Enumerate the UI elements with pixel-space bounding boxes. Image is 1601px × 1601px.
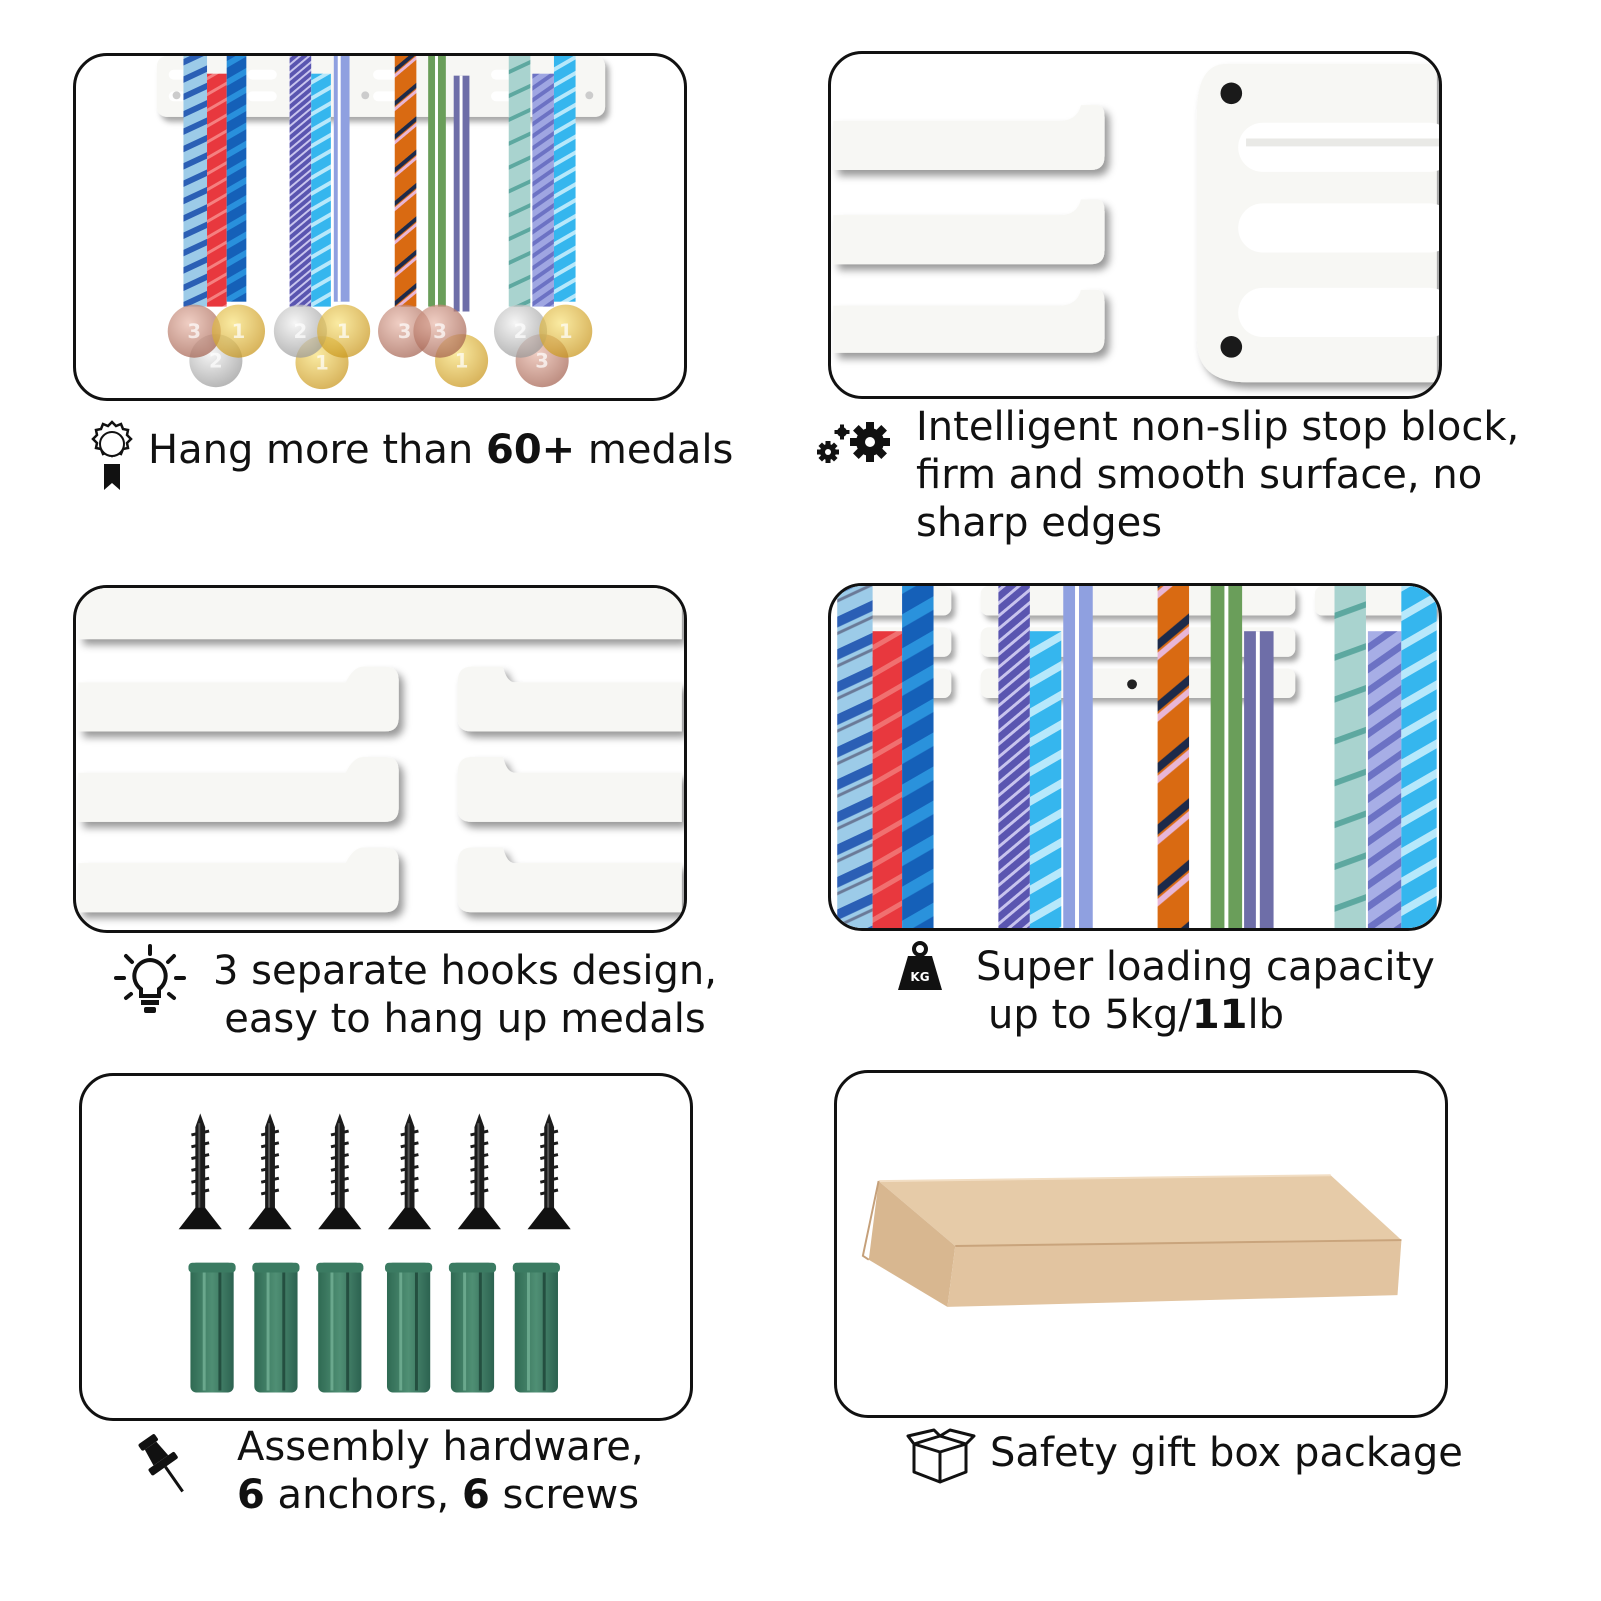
caption-line: Intelligent non-slip stop block, [916, 404, 1520, 450]
caption-line: 6 anchors, 6 screws [237, 1472, 640, 1518]
caption-line: up to 5kg/11lb [988, 992, 1284, 1038]
kg-weight-icon: KG [896, 940, 944, 992]
medal-number: 1 [232, 320, 246, 343]
screws [177, 1111, 573, 1231]
caption-line: Super loading capacity [976, 944, 1435, 990]
medal-number: 3 [535, 350, 549, 373]
medal: 1 [211, 304, 266, 358]
medal: 2 [273, 304, 327, 358]
medal-number: 3 [433, 320, 447, 343]
caption-line: Hang more than 60+ medals [148, 427, 734, 473]
three-hooks-illustration [78, 588, 682, 913]
medal: 3 [167, 304, 221, 358]
kg-label: KG [910, 970, 929, 984]
caption-line: easy to hang up medals [224, 996, 706, 1042]
gears-icon [814, 420, 892, 466]
medal: 1 [317, 304, 371, 358]
medal: 1 [539, 304, 593, 358]
medals: 2 3 1 1 2 1 3 1 3 3 2 1 [167, 304, 593, 390]
medal-number: 2 [209, 350, 223, 373]
lightbulb-icon [114, 944, 186, 1016]
medal-number: 1 [455, 350, 469, 373]
anchors [186, 1261, 562, 1394]
medal-number: 1 [559, 320, 573, 343]
hardware-illustration [177, 1111, 573, 1394]
medal-number: 2 [514, 320, 528, 343]
ribbons-illustration [837, 586, 1437, 928]
medal-number: 3 [187, 320, 201, 343]
three-hooks-closeup-photo [73, 585, 687, 933]
medal-hanger-photo: 2 3 1 1 2 1 3 1 3 3 2 1 [73, 53, 687, 401]
caption-line: Assembly hardware, [237, 1424, 644, 1470]
feature-caption-capacity: Super loading capacity up to 5kg/11lb [976, 943, 1435, 1039]
feature-caption-stop-block: Intelligent non-slip stop block, firm an… [916, 403, 1519, 547]
feature-caption-box: Safety gift box package [990, 1429, 1463, 1477]
medal-hanger-illustration: 2 3 1 1 2 1 3 1 3 3 2 1 [156, 56, 606, 390]
caption-line: sharp edges [916, 500, 1163, 546]
medal-number: 2 [294, 320, 308, 343]
feature-caption-medals: Hang more than 60+ medals [148, 426, 733, 474]
ribbons-closeup-photo [828, 583, 1442, 931]
medal-number: 3 [398, 320, 412, 343]
stop-block-closeup-photo [828, 51, 1442, 399]
caption-line: 3 separate hooks design, [213, 948, 717, 994]
gift-box-photo [834, 1070, 1448, 1418]
feature-caption-hardware: Assembly hardware, 6 anchors, 6 screws [237, 1423, 644, 1519]
medal-number: 1 [315, 352, 329, 375]
push-pin-icon [138, 1432, 186, 1500]
caption-line: firm and smooth surface, no [916, 452, 1483, 498]
assembly-hardware-photo [79, 1073, 693, 1421]
feature-caption-hooks: 3 separate hooks design, easy to hang up… [213, 947, 717, 1043]
stop-block-illustration [833, 63, 1439, 383]
medal-ribbon-icon [88, 420, 136, 492]
gift-box-illustration [861, 1174, 1402, 1307]
box-icon [906, 1428, 976, 1484]
medal: 2 [494, 304, 548, 358]
medal: 3 [413, 304, 467, 358]
caption-line: Safety gift box package [990, 1430, 1463, 1476]
medal-number: 1 [337, 320, 351, 343]
